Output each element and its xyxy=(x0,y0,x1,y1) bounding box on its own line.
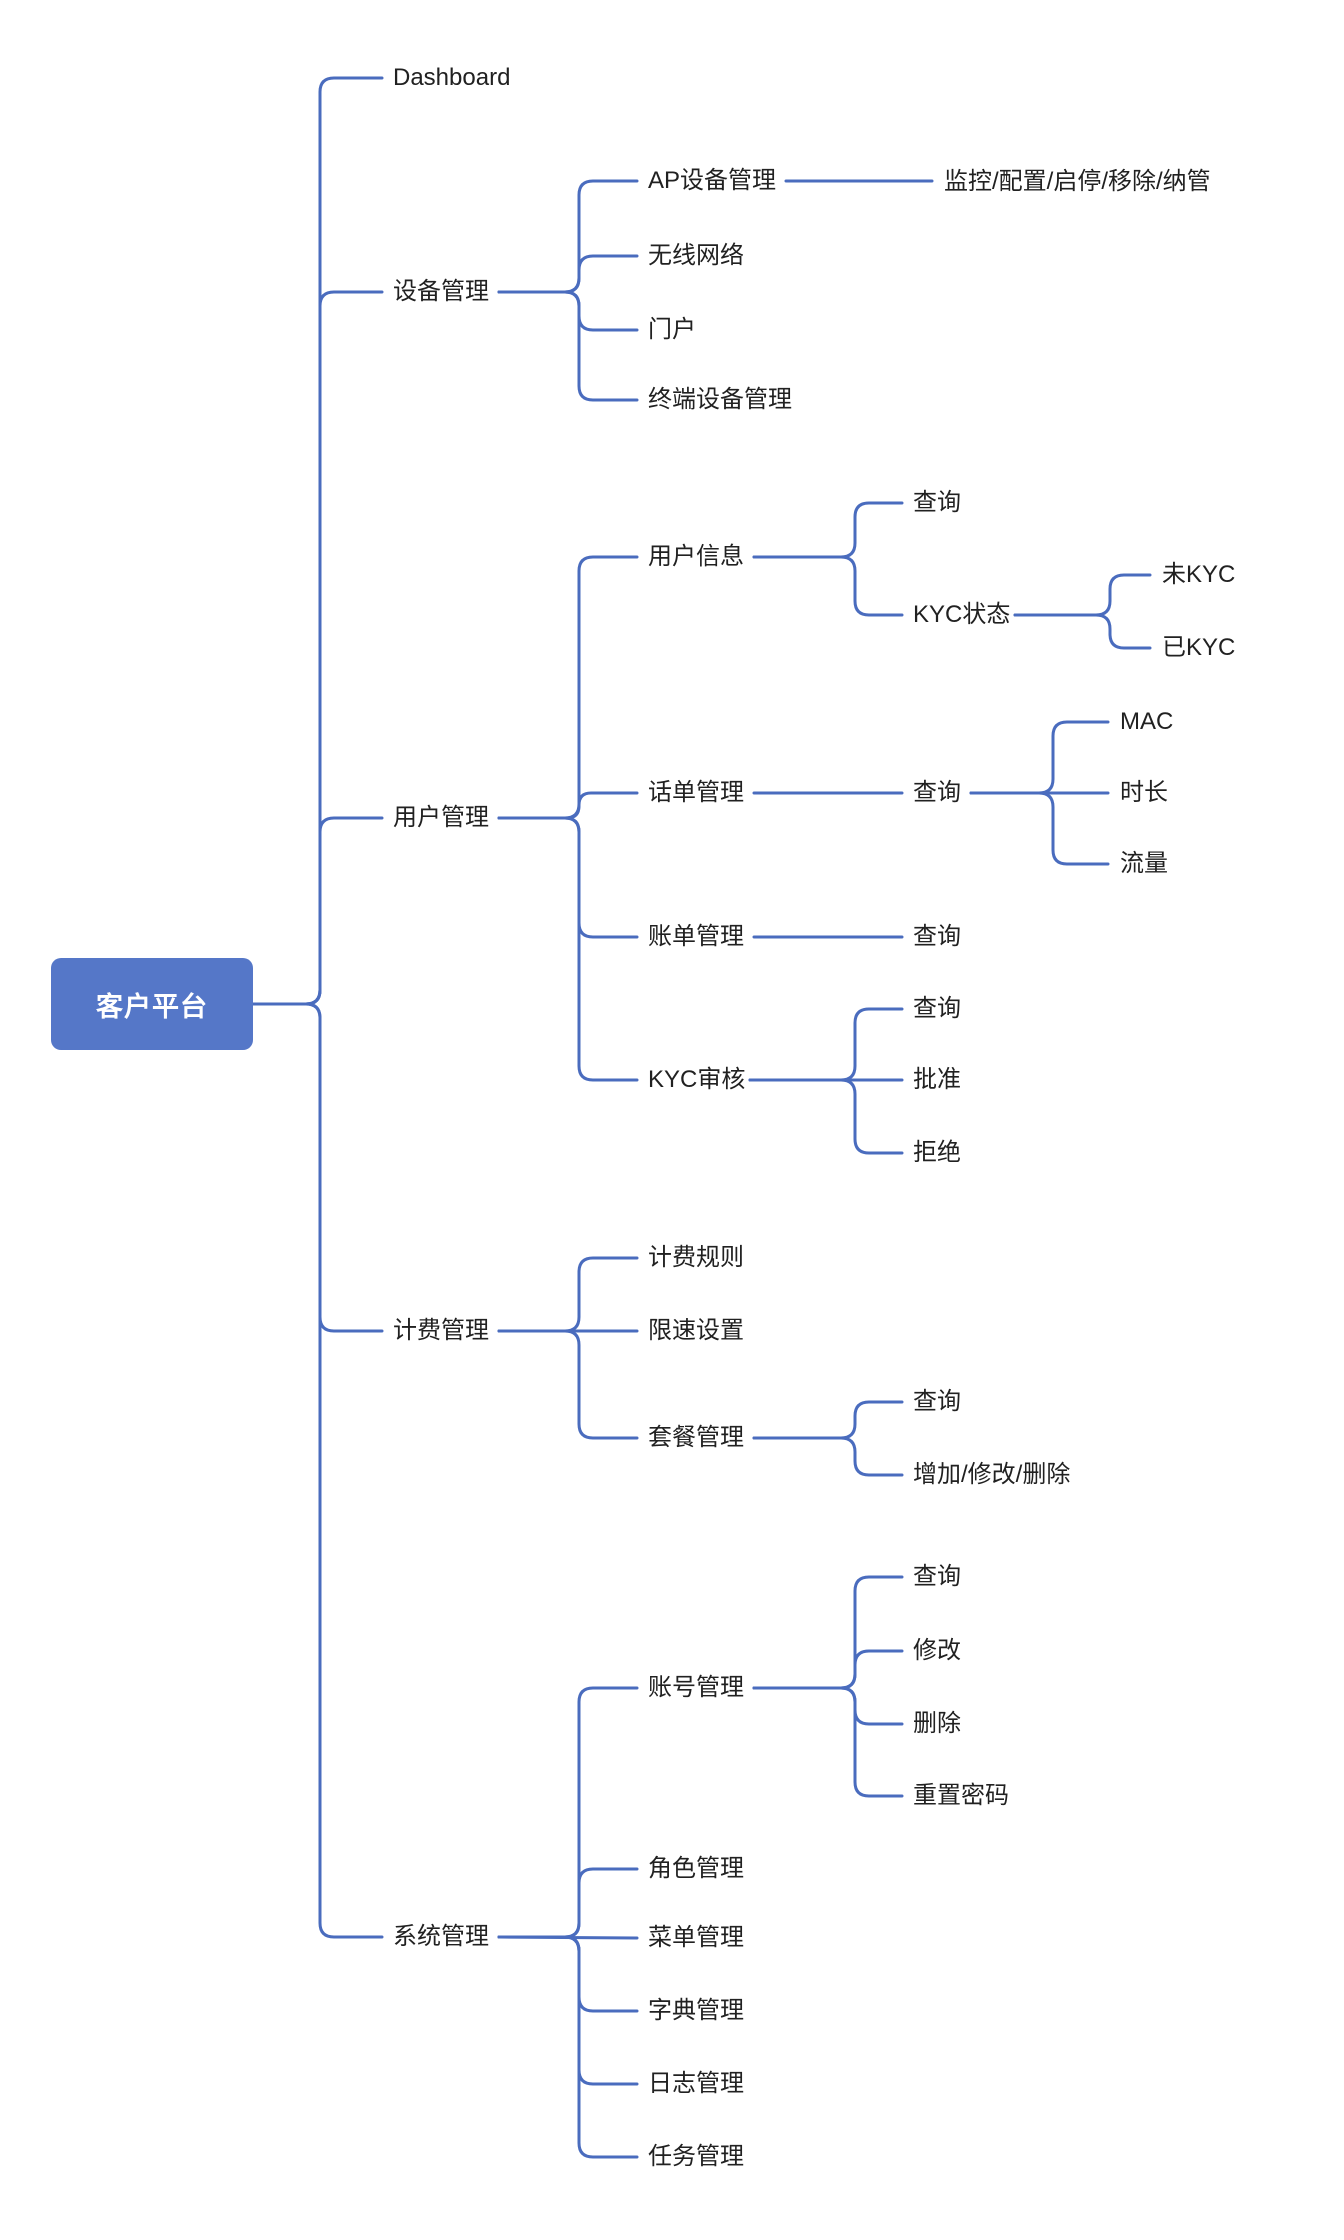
node-menu-management: 菜单管理 xyxy=(648,1924,744,1951)
node-bill-query: 查询 xyxy=(913,923,961,950)
root-node-customer-platform: 客户平台 xyxy=(51,958,253,1050)
node-kyc-not-done: 未KYC xyxy=(1162,561,1236,588)
node-cdr-duration: 时长 xyxy=(1120,779,1168,806)
node-dictionary-management: 字典管理 xyxy=(648,1997,744,2024)
node-wireless-network: 无线网络 xyxy=(648,242,744,269)
node-role-management: 角色管理 xyxy=(648,1855,744,1882)
node-cdr-traffic: 流量 xyxy=(1120,850,1168,877)
node-system-management: 系统管理 xyxy=(393,1923,489,1950)
node-ap-device-actions: 监控/配置/启停/移除/纳管 xyxy=(944,168,1211,195)
node-device-management: 设备管理 xyxy=(393,278,489,305)
node-account-modify: 修改 xyxy=(913,1637,961,1664)
node-billing-management: 计费管理 xyxy=(393,1317,489,1344)
node-user-management: 用户管理 xyxy=(393,804,489,831)
node-user-info-query: 查询 xyxy=(913,489,961,516)
node-account-reset-password: 重置密码 xyxy=(913,1782,1009,1809)
node-dashboard: Dashboard xyxy=(393,64,511,91)
node-kyc-review: KYC审核 xyxy=(648,1066,746,1093)
connector-group xyxy=(251,76,1152,2159)
node-billing-rules: 计费规则 xyxy=(648,1244,744,1271)
node-bill-management: 账单管理 xyxy=(648,923,744,950)
node-package-crud: 增加/修改/删除 xyxy=(913,1461,1071,1488)
node-account-delete: 删除 xyxy=(913,1710,961,1737)
node-cdr-management: 话单管理 xyxy=(648,779,744,806)
node-user-info: 用户信息 xyxy=(648,543,744,570)
node-speed-limit-setting: 限速设置 xyxy=(648,1317,744,1344)
node-account-management: 账号管理 xyxy=(648,1674,744,1701)
node-cdr-query: 查询 xyxy=(913,779,961,806)
node-ap-device-management: AP设备管理 xyxy=(648,167,777,194)
node-kyc-done: 已KYC xyxy=(1162,634,1236,661)
node-cdr-mac: MAC xyxy=(1120,708,1174,735)
node-portal: 门户 xyxy=(648,316,696,343)
node-package-management: 套餐管理 xyxy=(648,1424,744,1451)
node-kyc-review-approve: 批准 xyxy=(913,1066,961,1093)
node-terminal-device-management: 终端设备管理 xyxy=(648,386,792,413)
node-task-management: 任务管理 xyxy=(648,2143,744,2170)
node-package-query: 查询 xyxy=(913,1388,961,1415)
node-account-query: 查询 xyxy=(913,1563,961,1590)
node-kyc-status: KYC状态 xyxy=(913,601,1011,628)
node-kyc-review-reject: 拒绝 xyxy=(913,1139,961,1166)
node-log-management: 日志管理 xyxy=(648,2070,744,2097)
node-kyc-review-query: 查询 xyxy=(913,995,961,1022)
